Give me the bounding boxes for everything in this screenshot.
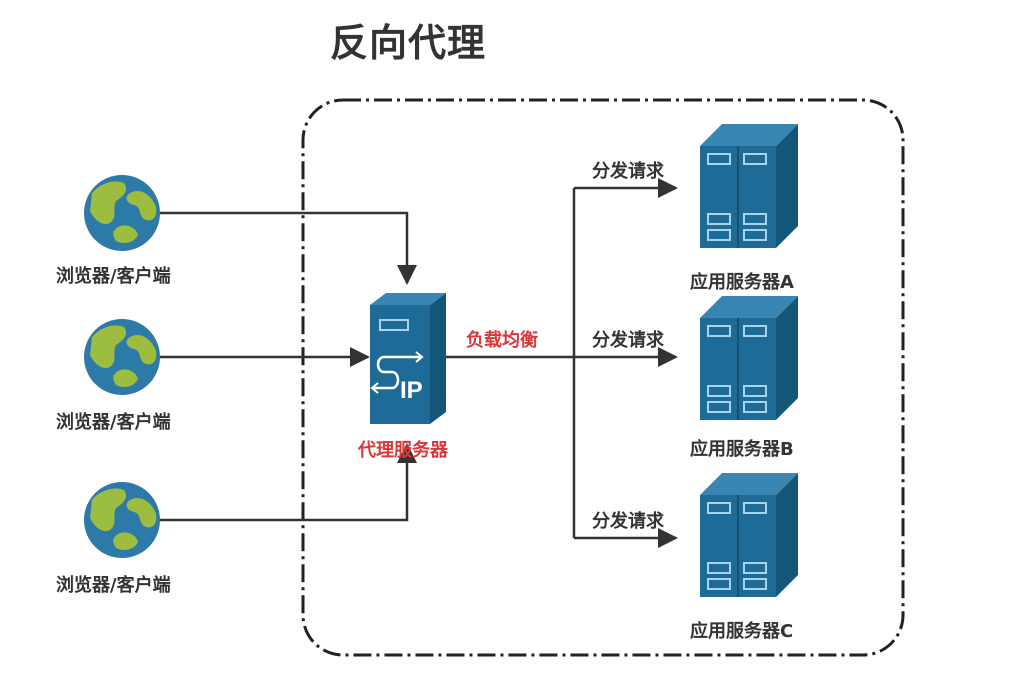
proxy-label: 代理服务器 [358,440,448,461]
proxy-boundary [301,98,905,657]
client-connector [160,211,417,285]
globe-icon [84,482,160,558]
load-balance-label: 负载均衡 [466,330,538,351]
server-label: 应用服务器B [690,439,794,460]
client-label: 浏览器/客户端 [56,266,171,287]
diagram-title: 反向代理 [330,21,487,65]
dispatch-label: 分发请求 [592,330,664,351]
dispatch-label: 分发请求 [592,511,664,532]
globe-icon [84,319,160,395]
dispatch-label: 分发请求 [592,161,664,182]
server-rack-icon [700,124,798,248]
server-rack-icon [700,473,798,597]
app-servers [700,124,798,597]
client-label: 浏览器/客户端 [56,575,171,596]
proxy-server-icon: IP [370,293,446,424]
server-label: 应用服务器A [690,272,794,293]
globe-icon [84,175,160,251]
server-rack-icon [700,296,798,420]
proxy-ip-text: IP [400,377,423,404]
server-label: 应用服务器C [690,621,794,642]
client-label: 浏览器/客户端 [56,412,171,433]
client-connector [160,443,417,522]
